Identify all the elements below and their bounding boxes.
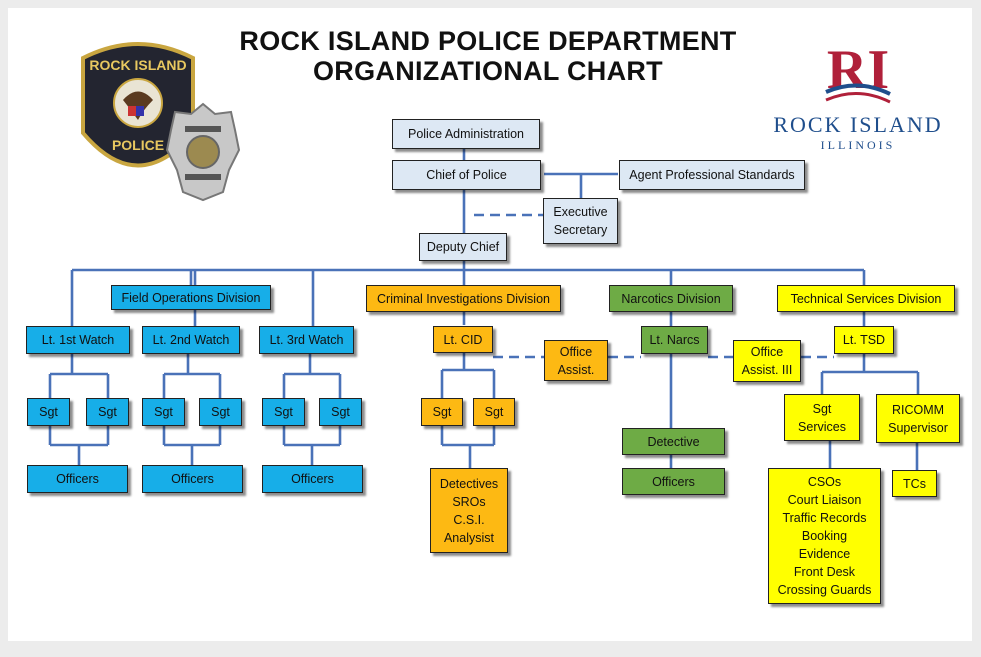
city-name: ROCK ISLAND [773, 112, 943, 137]
lt-tsd-box: Lt. TSD [834, 326, 894, 354]
lt-2nd-watch-box: Lt. 2nd Watch [142, 326, 240, 354]
patch-text-bottom: POLICE [112, 137, 164, 153]
cid-units-box: Detectives SROs C.S.I. Analysist [430, 468, 508, 553]
sgt-box: Sgt [262, 398, 305, 426]
chief-of-police-box: Chief of Police [392, 160, 541, 190]
sgt-box: Sgt [27, 398, 70, 426]
lt-3rd-watch-box: Lt. 3rd Watch [259, 326, 354, 354]
field-operations-division-box: Field Operations Division [111, 285, 271, 310]
executive-secretary-box: Executive Secretary [543, 198, 618, 244]
ricomm-supervisor-box: RICOMM Supervisor [876, 394, 960, 443]
narcotics-officers-box: Officers [622, 468, 725, 495]
police-administration-box: Police Administration [392, 119, 540, 149]
officers-box: Officers [142, 465, 243, 493]
connector-lines [48, 148, 920, 470]
org-chart-page: ROCK ISLAND POLICE DEPARTMENT ORGANIZATI… [8, 8, 972, 641]
sgt-box: Sgt [319, 398, 362, 426]
city-state: ILLINOIS [820, 138, 896, 152]
officers-box: Officers [262, 465, 363, 493]
police-badge-icon [165, 102, 241, 202]
criminal-investigations-division-box: Criminal Investigations Division [366, 285, 561, 312]
tsd-office-assist-box: Office Assist. III [733, 340, 801, 382]
narcotics-division-box: Narcotics Division [609, 285, 733, 312]
cid-sgt-box: Sgt [421, 398, 463, 426]
sgt-services-box: Sgt Services [784, 394, 860, 441]
tsd-units-box: CSOs Court Liaison Traffic Records Booki… [768, 468, 881, 604]
detective-box: Detective [622, 428, 725, 455]
technical-services-division-box: Technical Services Division [777, 285, 955, 312]
agent-professional-standards-box: Agent Professional Standards [619, 160, 805, 190]
patch-text-top: ROCK ISLAND [89, 57, 186, 73]
cid-sgt-box: Sgt [473, 398, 515, 426]
police-patch-logo: ROCK ISLAND POLICE [81, 42, 195, 168]
chart-title-line2: ORGANIZATIONAL CHART [313, 56, 663, 86]
city-monogram-logo: RI [825, 39, 891, 104]
officers-box: Officers [27, 465, 128, 493]
tcs-box: TCs [892, 470, 937, 497]
chart-title-line1: ROCK ISLAND POLICE DEPARTMENT [239, 26, 737, 56]
sgt-box: Sgt [142, 398, 185, 426]
lt-cid-box: Lt. CID [433, 326, 493, 353]
sgt-box: Sgt [199, 398, 242, 426]
cid-office-assist-box: Office Assist. [544, 340, 608, 381]
deputy-chief-box: Deputy Chief [419, 233, 507, 261]
lt-narcs-box: Lt. Narcs [641, 326, 708, 354]
sgt-box: Sgt [86, 398, 129, 426]
lt-1st-watch-box: Lt. 1st Watch [26, 326, 130, 354]
